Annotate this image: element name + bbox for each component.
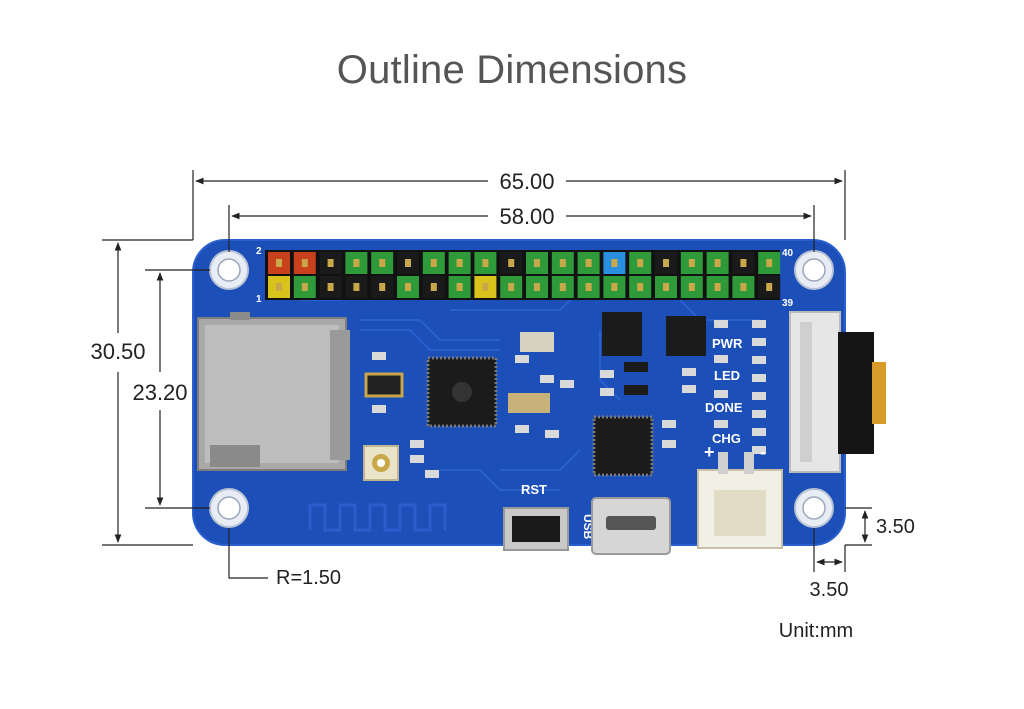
pin-40-label: 40 [782,248,794,259]
header-pin-tip [456,283,463,291]
dimension-arrows [114,177,869,566]
chg-label: CHG [712,431,741,446]
mounting-hole-top-right [794,250,834,290]
antenna-connector [363,445,399,481]
smd-components [372,320,766,478]
page-title: Outline Dimensions [336,48,688,92]
overall-width-value: 65.00 [499,169,554,194]
header-pin-tip [766,283,773,291]
overall-height-value: 30.50 [90,339,145,364]
corner-radius-value: R=1.50 [276,567,341,589]
header-pin-tip [663,283,669,291]
mounting-hole-bottom-right [794,488,834,528]
header-pin-tip [740,283,747,291]
mounting-hole-top-left [209,250,249,290]
crystal [364,372,404,398]
header-pin-tip [637,259,644,267]
header-pin-tip [456,259,463,267]
header-pin-tip [508,259,515,267]
crystal-2 [508,393,550,413]
header-pin-tip [585,283,592,291]
header-pin-tip [353,283,360,291]
hole-spacing-height-value: 23.20 [132,380,187,405]
battery-connector [697,452,783,549]
pwr-label: PWR [712,336,743,351]
hole-offset-x-value: 3.50 [810,579,849,601]
header-pin-tip [637,283,644,291]
header-pin-tip [430,283,437,291]
header-pin-tip [508,283,515,291]
header-pin-tip [559,283,566,291]
header-pin-tip [301,283,308,291]
header-pin-tip [611,283,618,291]
led-label: LED [714,368,740,383]
mounting-hole-bottom-left [209,488,249,528]
hole-offset-y-value: 3.50 [876,516,915,538]
header-pin-tip [714,283,721,291]
header-pin-tip [714,259,721,267]
micro-usb-port [591,497,671,555]
header-pin-tip [327,259,334,267]
reset-button [503,507,569,551]
header-pin-tip [405,259,411,267]
header-pin-tip [534,259,540,267]
dimension-lines [102,170,872,579]
header-pin-tip [430,259,437,267]
header-pin-tip [559,259,566,267]
usb-uart-chip [592,415,654,477]
rst-label: RST [521,482,547,497]
header-pin-tip [379,259,386,267]
header-pin-tip [585,259,592,267]
minus-label: - [760,442,766,462]
hole-spacing-width-value: 58.00 [499,204,554,229]
gpio-header [265,250,781,300]
header-pin-tip [379,283,386,291]
pin-2-label: 2 [256,246,262,257]
plus-label: + [704,442,715,462]
inductor [666,316,706,356]
pin-1-label: 1 [256,294,262,305]
unit-label: Unit:mm [779,620,853,642]
header-pin-tip [301,259,308,267]
done-label: DONE [705,400,743,415]
header-pin-tip [276,259,282,267]
header-pin-tip [276,283,282,291]
header-pin-tip [353,259,360,267]
header-pin-tip [688,283,695,291]
header-pin-tip [534,283,540,291]
header-pin-tip [482,259,489,267]
header-pin-tip [611,259,618,267]
header-pin-tip [482,283,489,291]
capacitor [520,332,554,352]
header-pin-tip [405,283,411,291]
header-pin-tip [740,259,747,267]
esp32-chip [426,356,498,428]
fpc-connector [789,311,886,473]
regulator-chip [602,312,642,356]
sd-card-slot [197,312,350,471]
header-pin-tip [688,259,695,267]
header-pin-tip [766,259,773,267]
pin-39-label: 39 [782,298,794,309]
header-pin-tip [327,283,334,291]
header-pin-tip [663,259,669,267]
